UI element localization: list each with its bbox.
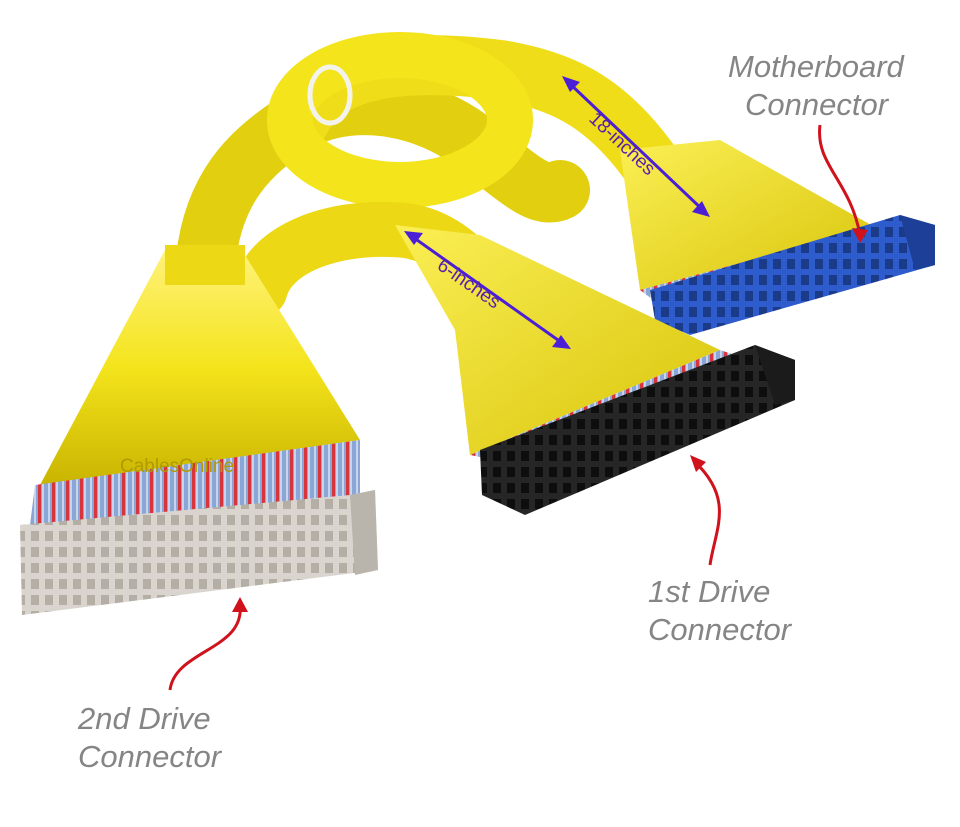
first-drive-connector xyxy=(480,345,795,515)
motherboard-connector xyxy=(650,215,935,335)
callout-line: 2nd Drive xyxy=(78,701,211,736)
first-drive-connector-callout: 1st Drive Connector xyxy=(648,573,791,649)
motherboard-connector-callout: Motherboard Connector xyxy=(728,48,904,124)
callout-line: Connector xyxy=(78,739,222,774)
second-drive-connector-callout: 2nd Drive Connector xyxy=(78,700,221,776)
callout-line: Motherboard xyxy=(728,49,904,84)
motherboard-connector-assembly xyxy=(620,140,935,335)
callout-line: Connector xyxy=(745,87,889,122)
second-drive-connector xyxy=(20,490,378,615)
callout-arrows xyxy=(168,124,868,691)
callout-line: Connector xyxy=(648,612,792,647)
brand-label: CablesOnline xyxy=(120,456,234,477)
callout-line: 1st Drive xyxy=(648,574,771,609)
second-drive-connector-assembly: CablesOnline xyxy=(20,245,378,615)
